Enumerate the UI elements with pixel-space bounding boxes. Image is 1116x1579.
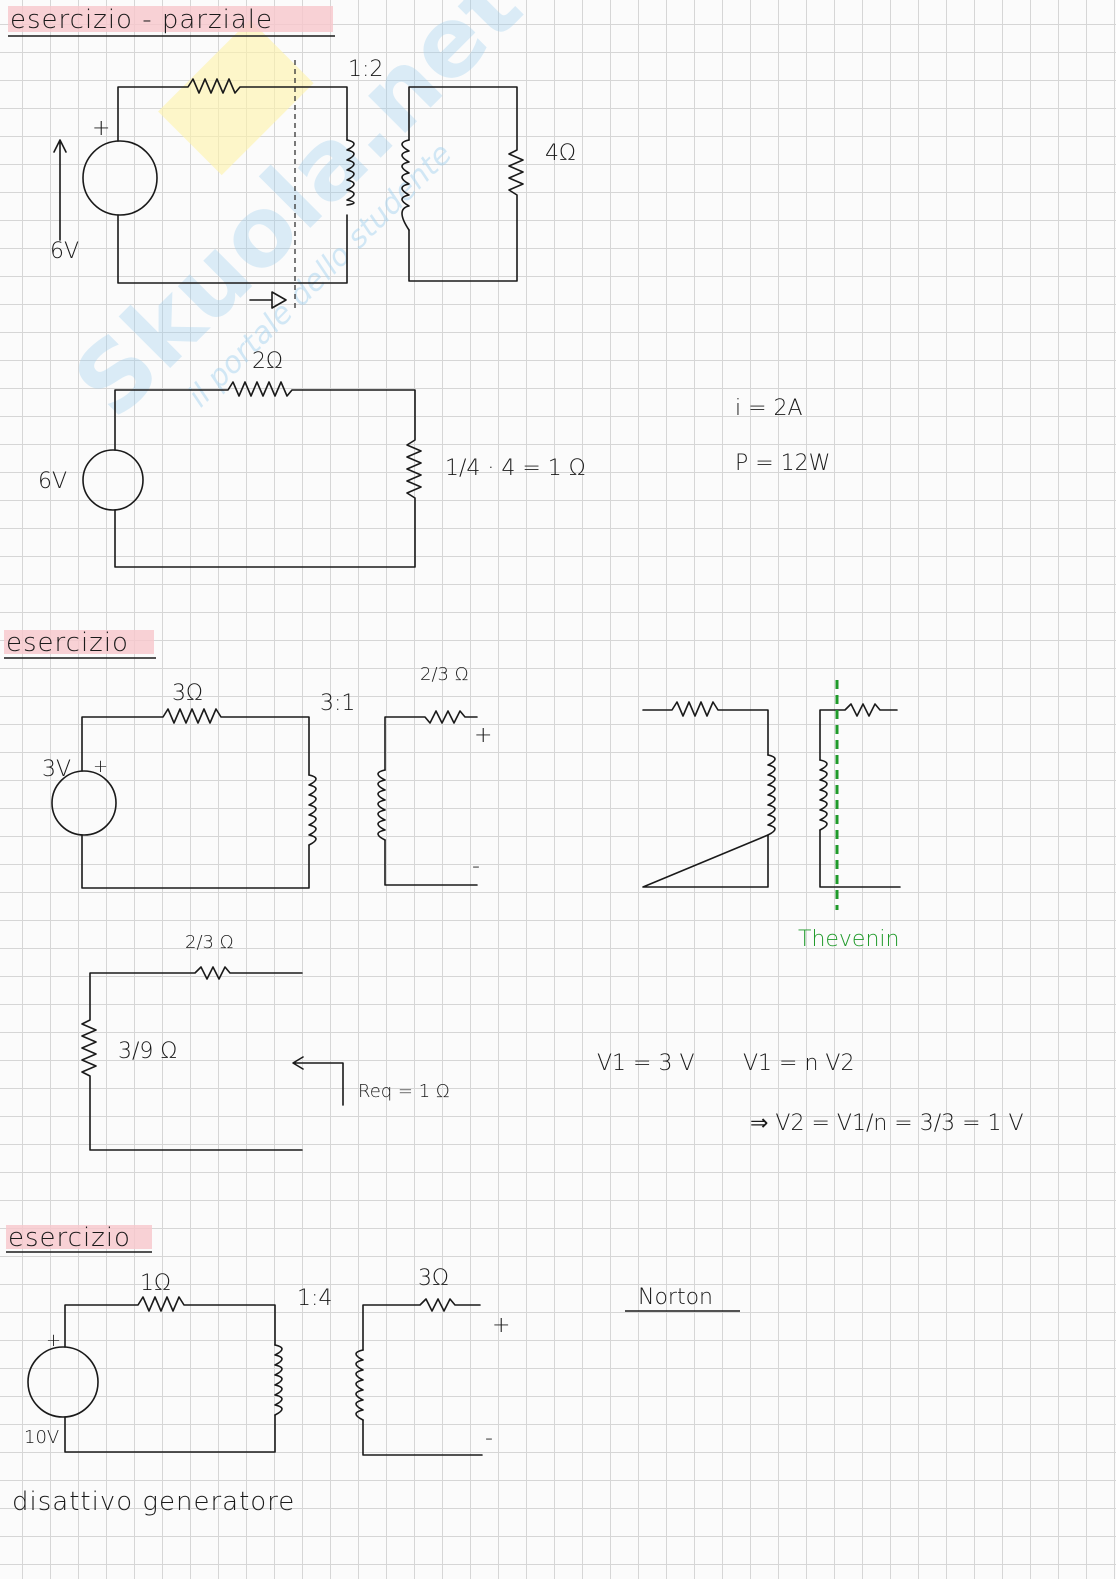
v1-value: V1 = 3 V <box>597 1051 695 1076</box>
voltage-source <box>51 770 117 836</box>
section-title: esercizio <box>6 628 129 658</box>
source-label: 6V <box>50 239 79 264</box>
resistor-label: 2/3 Ω <box>185 932 233 953</box>
turns-ratio: 1:4 <box>297 1286 332 1311</box>
source-label: 3V <box>42 757 71 782</box>
minus-sign: - <box>485 1426 493 1451</box>
watermark-logo: Skuola.net il portale dello studente <box>53 0 543 439</box>
voltage-source <box>27 1346 99 1418</box>
title-highlight <box>8 6 333 32</box>
turns-ratio: 3:1 <box>320 691 355 716</box>
minus-sign: - <box>472 854 480 879</box>
norton-label: Norton <box>638 1285 713 1310</box>
thevenin-label: Thevenin <box>798 927 899 952</box>
plus-sign: + <box>93 756 108 777</box>
resistor-label: 3/9 Ω <box>118 1039 177 1064</box>
voltage-relation: V1 = n V2 <box>743 1051 854 1076</box>
load-label: 4Ω <box>545 141 576 166</box>
plus-sign: + <box>92 116 110 141</box>
circuit-reduced <box>82 381 422 568</box>
load-equivalent: 1/4 · 4 = 1 Ω <box>445 456 586 481</box>
circuit-transformer-1 <box>53 60 524 312</box>
v2-result: ⇒ V2 = V1/n = 3/3 = 1 V <box>750 1111 1024 1136</box>
resistor-label: 2Ω <box>252 349 283 374</box>
resistor-label: 2/3 Ω <box>420 664 468 685</box>
voltage-source <box>82 449 144 511</box>
resistor-label: 3Ω <box>172 681 203 706</box>
resistor-label: 3Ω <box>418 1266 449 1291</box>
current-result: i = 2A <box>735 396 803 421</box>
svg-text:Skuola.net: Skuola.net <box>53 0 543 439</box>
note-text: disattivo generatore <box>12 1487 295 1517</box>
voltage-source <box>82 140 158 216</box>
power-result: P = 12W <box>735 451 830 476</box>
plus-sign: + <box>474 723 492 748</box>
inductor-primary <box>346 139 355 206</box>
plus-sign: + <box>492 1313 510 1338</box>
plus-sign: + <box>46 1330 61 1351</box>
section-title: esercizio - parziale <box>10 5 273 35</box>
turns-ratio: 1:2 <box>348 57 383 82</box>
circuit-equivalent-2 <box>81 966 344 1151</box>
source-label: 6V <box>38 469 67 494</box>
resistor-label: 1Ω <box>140 1271 171 1296</box>
source-label: 10V <box>24 1427 59 1448</box>
circuit-transformer-3 <box>27 1296 483 1456</box>
req-result: Req = 1 Ω <box>358 1081 450 1102</box>
inductor-secondary <box>401 139 410 231</box>
circuit-transformer-2 <box>51 680 901 910</box>
section-title: esercizio <box>8 1223 131 1253</box>
